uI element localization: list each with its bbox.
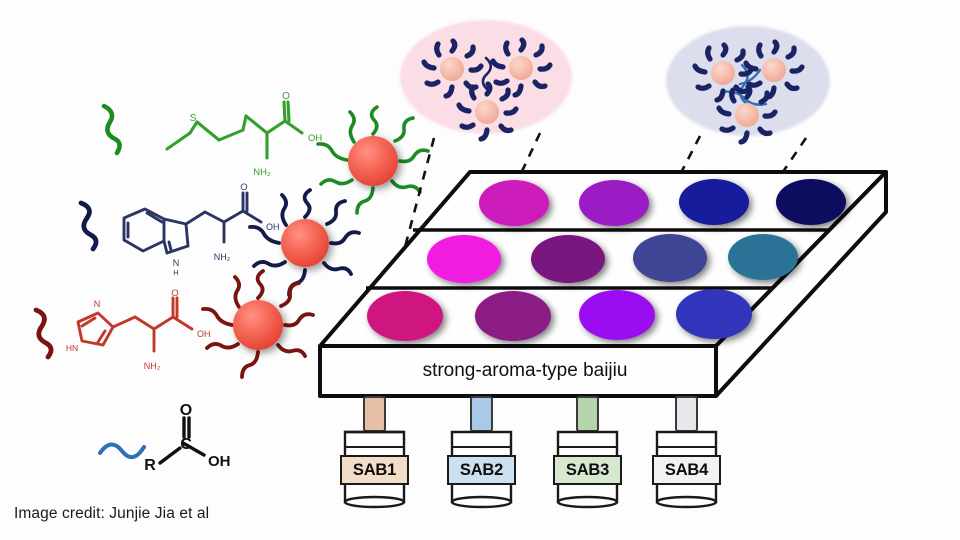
svg-text:HN: HN xyxy=(66,343,78,353)
bottle-sab1 xyxy=(340,396,409,509)
methionine-structure xyxy=(165,100,304,160)
tryptophan-marker-squiggle xyxy=(78,200,99,252)
histidine-atom-labels: N HN O OH NH₂ xyxy=(66,288,211,371)
sensor-spot-row-1 xyxy=(427,234,798,283)
sensor-spot-1-2 xyxy=(633,234,707,282)
svg-text:OH: OH xyxy=(197,329,211,339)
platform-right-face xyxy=(714,170,888,398)
bottle-sab2 xyxy=(447,396,516,509)
carboxylic-acid-wave-marker xyxy=(98,442,146,459)
aggregated-particle-1 xyxy=(692,42,754,103)
sensor-spot-2-2 xyxy=(579,290,655,340)
nanoparticle-darkred-ligand xyxy=(201,269,315,379)
svg-text:OH: OH xyxy=(308,133,322,144)
histidine-structure xyxy=(76,296,194,353)
svg-text:OH: OH xyxy=(208,453,231,470)
leader-line-1 xyxy=(399,137,436,263)
svg-text:R: R xyxy=(144,457,156,474)
svg-text:O: O xyxy=(282,91,290,102)
sensor-spot-row-0 xyxy=(479,179,846,226)
sensor-spot-0-1 xyxy=(579,180,649,226)
dispersed-state-bubble xyxy=(400,20,572,142)
sensor-spot-1-1 xyxy=(531,235,605,283)
sensor-spot-2-1 xyxy=(475,291,551,341)
svg-text:N: N xyxy=(173,258,180,268)
aggregated-particle-2 xyxy=(743,39,805,100)
svg-text:NH₂: NH₂ xyxy=(144,361,161,371)
svg-text:H: H xyxy=(173,268,178,277)
bottle-label-sab4: SAB4 xyxy=(664,461,709,479)
bubble-connector-squiggle xyxy=(481,56,493,93)
svg-text:O: O xyxy=(180,402,192,419)
svg-text:O: O xyxy=(240,182,247,193)
sensor-spot-1-3 xyxy=(728,234,798,280)
aggregated-particle-3 xyxy=(716,84,778,145)
sensor-spot-0-0 xyxy=(479,180,549,226)
tryptophan-structure xyxy=(122,191,263,255)
tryptophan-atom-labels: O OH NH₂ N H xyxy=(173,182,280,277)
sensor-spot-2-3 xyxy=(676,289,752,339)
methionine-atom-labels: S O OH NH₂ xyxy=(190,91,323,178)
aggregated-state-bubble xyxy=(666,26,830,145)
svg-text:NH₂: NH₂ xyxy=(214,252,231,262)
bottle-sab4 xyxy=(652,396,721,509)
bottle-label-sab1: SAB1 xyxy=(352,461,397,479)
bottle-label-sab2: SAB2 xyxy=(459,461,504,479)
svg-text:NH₂: NH₂ xyxy=(253,167,271,178)
sensor-spot-0-2 xyxy=(679,179,749,225)
svg-text:O: O xyxy=(171,288,178,299)
nanoparticle-green-ligand xyxy=(316,105,430,215)
image-credit: Image credit: Junjie Jia et al xyxy=(14,505,210,522)
sensor-spot-0-3 xyxy=(776,179,846,225)
sensor-spot-1-0 xyxy=(427,235,501,283)
svg-text:N: N xyxy=(94,299,101,309)
carboxylic-acid-structure xyxy=(158,416,206,465)
carboxylic-acid-atom-labels: O C R OH xyxy=(144,402,230,474)
sensor-spot-2-0 xyxy=(367,291,443,341)
bottle-sab3 xyxy=(553,396,622,509)
methionine-marker-squiggle xyxy=(101,103,122,156)
bottle-label-sab3: SAB3 xyxy=(565,461,610,479)
histidine-marker-squiggle xyxy=(33,307,54,360)
svg-text:OH: OH xyxy=(266,222,280,232)
svg-text:S: S xyxy=(190,113,197,124)
dispersed-particle-3 xyxy=(456,81,519,142)
dispersed-particle-2 xyxy=(490,37,553,98)
sensor-spot-row-2 xyxy=(367,289,752,341)
platform-caption: strong-aroma-type baijiu xyxy=(422,360,628,381)
svg-text:C: C xyxy=(180,436,192,453)
